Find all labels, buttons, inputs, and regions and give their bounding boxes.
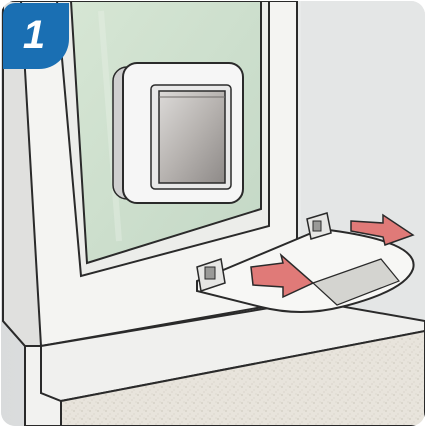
- step-badge: 1: [3, 3, 69, 69]
- cat-flap-icon: [113, 63, 243, 203]
- step-number: 1: [23, 15, 45, 55]
